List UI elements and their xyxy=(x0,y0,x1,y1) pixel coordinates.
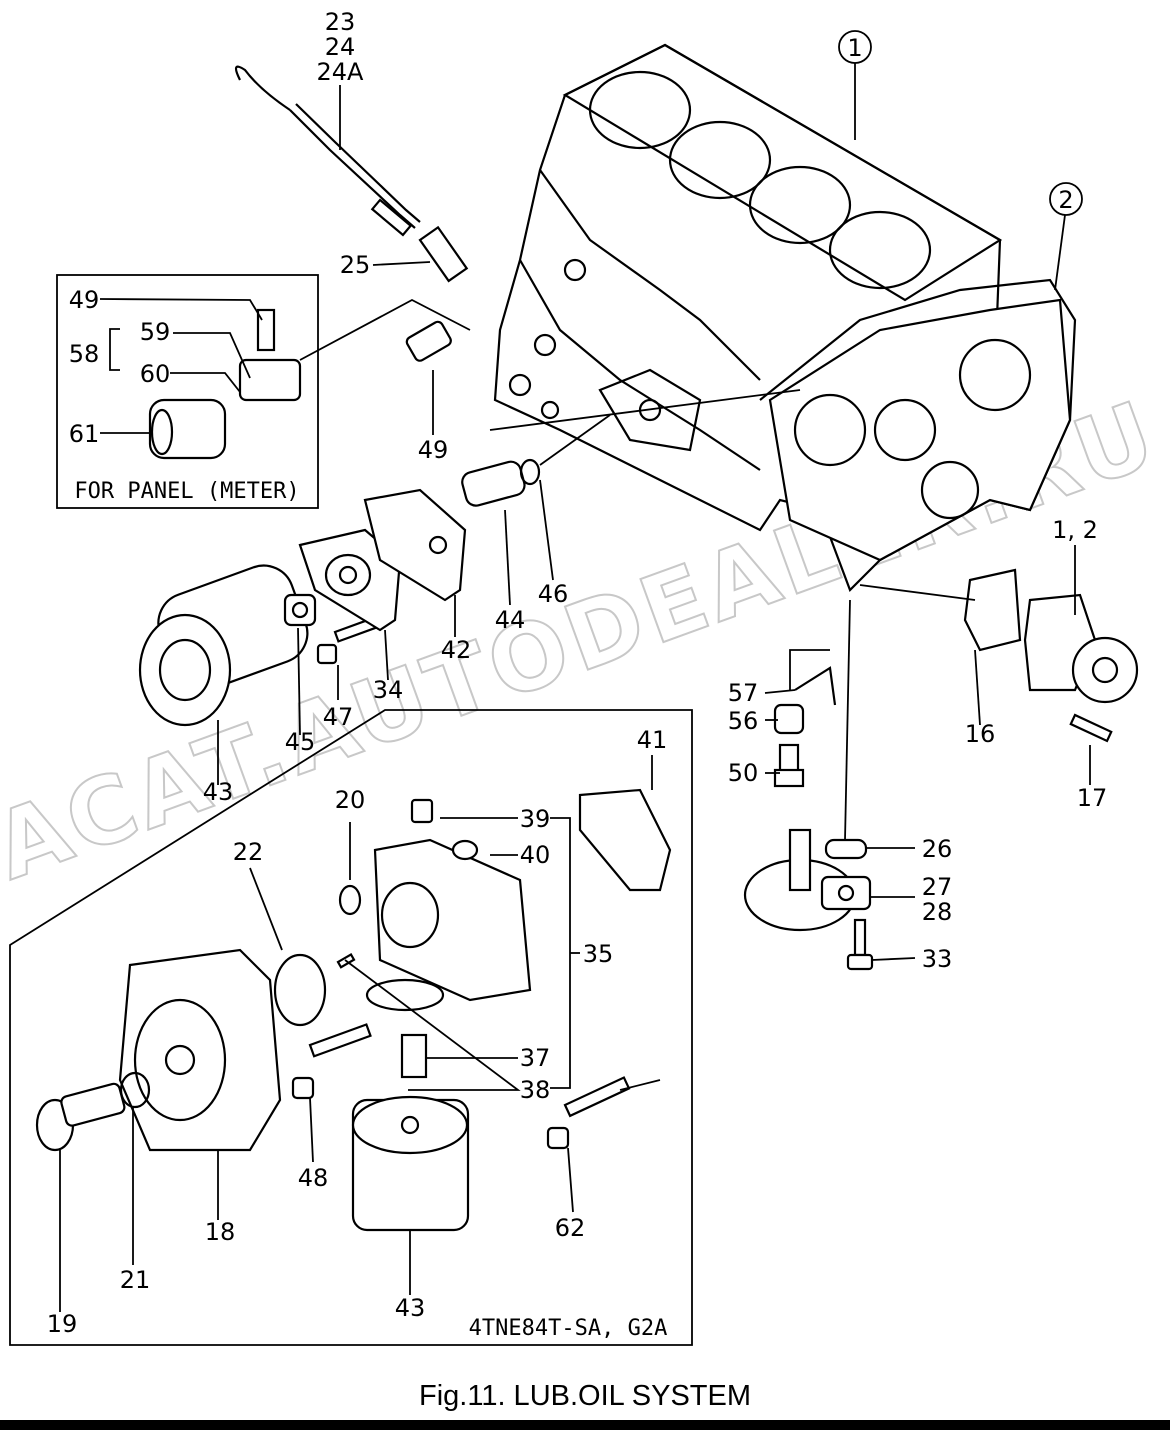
oil-pump xyxy=(1023,593,1139,704)
label-21: 21 xyxy=(120,1266,151,1294)
label-33: 33 xyxy=(922,945,953,973)
label-24a: 24A xyxy=(317,58,365,86)
label-24: 24 xyxy=(325,33,356,61)
filter-bracket xyxy=(298,528,402,632)
cylinder-block xyxy=(493,43,1077,592)
adapter xyxy=(238,358,302,402)
spring xyxy=(400,1033,428,1079)
label-1: 1 xyxy=(847,34,862,62)
joint-bolt xyxy=(773,743,805,788)
label-58: 58 xyxy=(69,340,100,368)
o-ring xyxy=(519,458,541,486)
label-62: 62 xyxy=(555,1214,586,1242)
label-26: 26 xyxy=(922,835,953,863)
label-48: 48 xyxy=(298,1164,329,1192)
label-46: 46 xyxy=(538,580,569,608)
gasket xyxy=(363,488,467,602)
label-45: 45 xyxy=(285,728,316,756)
panel-inset-label: FOR PANEL (METER) xyxy=(74,479,299,504)
oil-pressure-switch-block xyxy=(405,320,452,362)
cooler-bolt xyxy=(35,1082,126,1152)
label-22: 22 xyxy=(233,838,264,866)
o-ring-20 xyxy=(338,884,362,916)
nut xyxy=(283,593,317,627)
label-39: 39 xyxy=(520,805,551,833)
variant-inset-label: 4TNE84T-SA, G2A xyxy=(469,1316,668,1341)
label-49-panel: 49 xyxy=(69,286,100,314)
label-17: 17 xyxy=(1077,784,1108,812)
inset-bolt-48 xyxy=(291,1023,372,1100)
oil-filter-lower xyxy=(351,1095,470,1232)
label-44: 44 xyxy=(495,606,526,634)
label-19: 19 xyxy=(47,1310,78,1338)
label-61: 61 xyxy=(69,420,100,448)
dipstick-guide-tube xyxy=(418,225,469,283)
oil-pressure-sender xyxy=(148,398,227,460)
oil-cooler xyxy=(118,948,282,1152)
label-59: 59 xyxy=(140,318,171,346)
strainer-bolt xyxy=(846,918,874,971)
pump-bolt xyxy=(1069,713,1113,743)
o-ring-small xyxy=(119,1071,151,1109)
plug xyxy=(410,798,434,824)
label-35: 35 xyxy=(583,940,614,968)
figure-caption: Fig.11. LUB.OIL SYSTEM xyxy=(419,1380,751,1412)
head-gasket xyxy=(578,788,672,892)
label-43-upper: 43 xyxy=(203,778,234,806)
label-18: 18 xyxy=(205,1218,236,1246)
relief-valve xyxy=(461,460,526,507)
label-41: 41 xyxy=(637,726,668,754)
label-60: 60 xyxy=(140,360,171,388)
panel-inset-frame xyxy=(56,274,319,509)
label-43-lower: 43 xyxy=(395,1294,426,1322)
label-37: 37 xyxy=(520,1044,551,1072)
o-ring-large xyxy=(273,953,327,1027)
inset-bolt-62 xyxy=(546,1076,631,1150)
dipstick xyxy=(234,65,421,237)
label-2: 2 xyxy=(1058,186,1073,214)
oil-pipe-nut xyxy=(773,703,805,735)
variant-inset-frame xyxy=(9,709,693,1346)
label-20: 20 xyxy=(335,786,366,814)
leader-lines xyxy=(59,63,1091,1312)
label-28: 28 xyxy=(922,898,953,926)
pump-gasket xyxy=(963,568,1022,652)
label-27: 27 xyxy=(922,873,953,901)
label-16: 16 xyxy=(965,720,996,748)
callout-circle-1 xyxy=(838,30,872,64)
callout-circle-2 xyxy=(1049,182,1083,216)
label-47: 47 xyxy=(323,703,354,731)
label-57: 57 xyxy=(728,679,759,707)
label-50: 50 xyxy=(728,759,759,787)
oil-filter-upper xyxy=(138,564,309,727)
label-49: 49 xyxy=(418,436,449,464)
valve-cap xyxy=(451,839,479,861)
label-1-2: 1, 2 xyxy=(1052,516,1098,544)
label-23: 23 xyxy=(325,8,356,36)
strainer-flange xyxy=(820,875,872,911)
label-40: 40 xyxy=(520,841,551,869)
label-56: 56 xyxy=(728,707,759,735)
label-38: 38 xyxy=(520,1076,551,1104)
bottom-rule xyxy=(0,1420,1170,1430)
label-34: 34 xyxy=(373,676,404,704)
strainer-gasket xyxy=(824,838,868,860)
label-42: 42 xyxy=(441,636,472,664)
filter-head xyxy=(365,838,532,1012)
bolt xyxy=(316,616,378,665)
label-25: 25 xyxy=(340,251,371,279)
callout-labels: 23 24 24A 1 2 25 49 58 59 60 61 FOR PANE… xyxy=(47,8,1108,1341)
oil-pipe xyxy=(794,666,837,706)
